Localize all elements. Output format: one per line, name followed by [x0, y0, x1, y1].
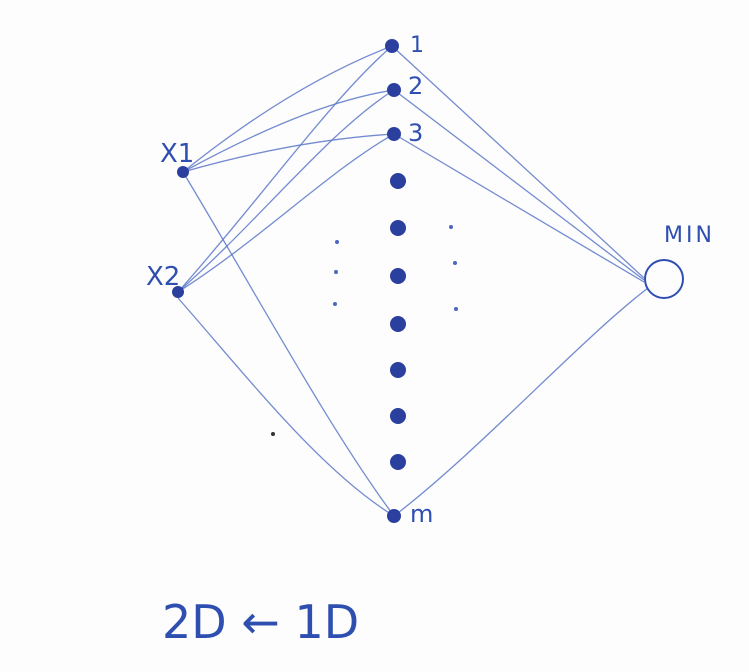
edge-x1-n3 [182, 133, 395, 173]
edge-n1-out [391, 45, 645, 279]
edge-x2-n1 [177, 45, 393, 293]
output-label: MIN [664, 223, 715, 248]
edge-x1-n2 [182, 89, 395, 173]
edge-x2-n2 [177, 89, 395, 293]
caption: 2D ← 1D [162, 595, 359, 649]
input-node-x1 [177, 166, 189, 178]
hidden-node-2 [387, 83, 401, 97]
hidden-node [390, 316, 406, 332]
hidden-label-2: 2 [408, 72, 423, 100]
ellipsis-dot [454, 307, 458, 311]
hidden-label-1: 1 [410, 33, 424, 58]
edge-n3-out [393, 133, 645, 283]
output-node [644, 259, 684, 299]
ink-speck [271, 432, 275, 436]
edge-x2-nm [177, 297, 395, 517]
hidden-node [390, 220, 406, 236]
hidden-node [390, 268, 406, 284]
hidden-node-1 [385, 39, 399, 53]
edge-x2-n3 [177, 133, 395, 293]
hidden-node-3 [387, 127, 401, 141]
input-label-x1: X1 [160, 139, 194, 169]
ellipsis-dot [453, 261, 457, 265]
input-edges [177, 45, 395, 517]
hidden-node [390, 173, 406, 189]
ellipsis-dot [334, 270, 338, 274]
ellipsis-dot [335, 240, 339, 244]
output-edges [391, 45, 649, 517]
hidden-label-m: m [410, 500, 433, 528]
hidden-node [390, 454, 406, 470]
hidden-node [390, 408, 406, 424]
hidden-node-m [387, 509, 401, 523]
input-label-x2: X2 [146, 262, 180, 292]
edge-nm-out [393, 287, 649, 517]
ellipsis-dots [333, 225, 458, 311]
edge-n2-out [393, 89, 645, 281]
ellipsis-dot [449, 225, 453, 229]
hidden-label-3: 3 [408, 119, 423, 147]
input-nodes [172, 166, 189, 298]
input-node-x2 [172, 286, 184, 298]
edge-x1-nm [182, 171, 395, 517]
edge-x1-n1 [182, 45, 393, 173]
ellipsis-dot [333, 302, 337, 306]
hidden-nodes [385, 39, 406, 523]
hidden-node [390, 362, 406, 378]
